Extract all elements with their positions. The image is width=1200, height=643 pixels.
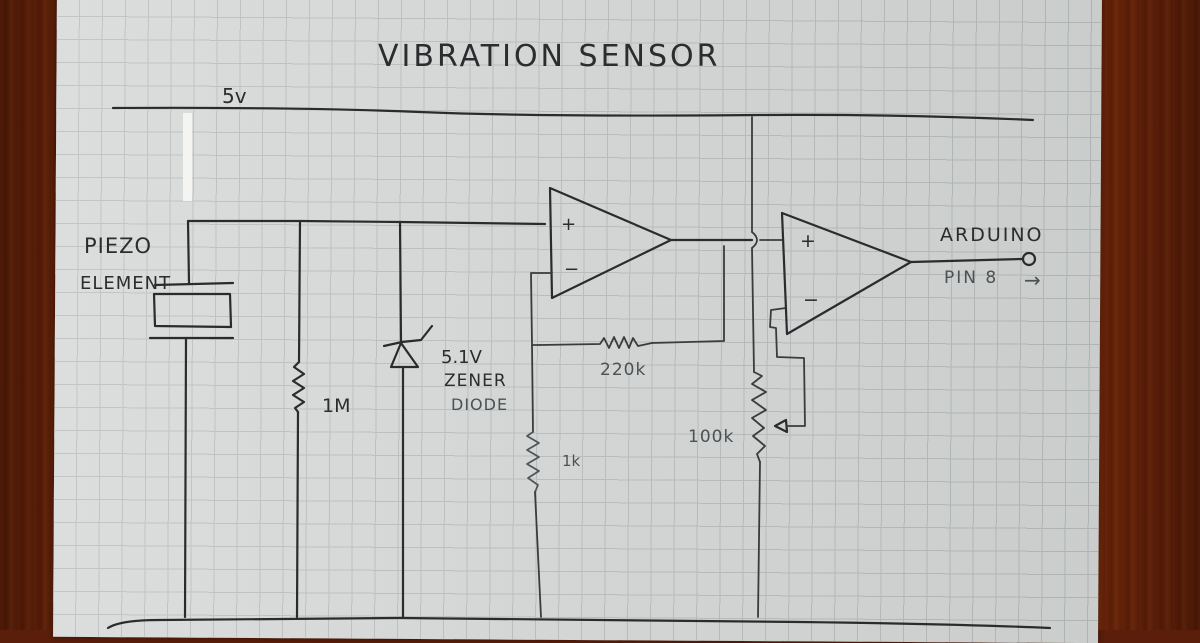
diagram-title: VIBRATION SENSOR xyxy=(378,39,720,74)
zener-diode: 5.1V ZENER DIODE xyxy=(382,220,508,619)
opamp-2-minus: − xyxy=(803,289,819,311)
piezo-label-line2: ELEMENT xyxy=(80,273,171,294)
opamp-2-plus: + xyxy=(800,230,816,252)
output-label-line1: ARDUINO xyxy=(940,224,1044,246)
resistor-1k: 1k xyxy=(526,344,581,618)
potentiometer-100k-label: 100k xyxy=(688,427,734,447)
zener-label-line1: 5.1V xyxy=(441,347,483,368)
potentiometer-100k: 100k xyxy=(688,307,806,618)
resistor-220k-label: 220k xyxy=(600,360,646,380)
resistor-1k-label: 1k xyxy=(562,452,581,470)
ground-rail xyxy=(106,616,1052,630)
circuit-schematic: VIBRATION SENSOR 5v PIEZO ELEMENT 1M xyxy=(80,39,1052,630)
correction-tape-mark xyxy=(183,113,192,201)
piezo-label-line1: PIEZO xyxy=(84,234,152,258)
piezo-element: PIEZO ELEMENT xyxy=(80,219,235,619)
arduino-output: ARDUINO PIN 8 → xyxy=(940,224,1044,292)
opamp-2: + − xyxy=(759,211,1037,336)
zener-label-line2: ZENER xyxy=(444,371,507,391)
output-label-line2: PIN 8 xyxy=(944,268,998,288)
opamp-1-plus: + xyxy=(561,214,576,235)
resistor-220k: 220k xyxy=(539,336,653,380)
resistor-1m-label: 1M xyxy=(322,395,350,417)
opamp-1: + − xyxy=(530,186,754,346)
opamp-1-minus: − xyxy=(564,259,579,280)
resistor-1m: 1M xyxy=(291,219,350,619)
zener-label-line3: DIODE xyxy=(451,395,508,414)
supply-to-pot-wire xyxy=(751,116,758,373)
supply-label: 5v xyxy=(222,84,247,108)
arrow-right-icon: → xyxy=(1024,268,1041,292)
supply-rail-5v: 5v xyxy=(111,84,1035,122)
signal-wire xyxy=(186,219,547,226)
